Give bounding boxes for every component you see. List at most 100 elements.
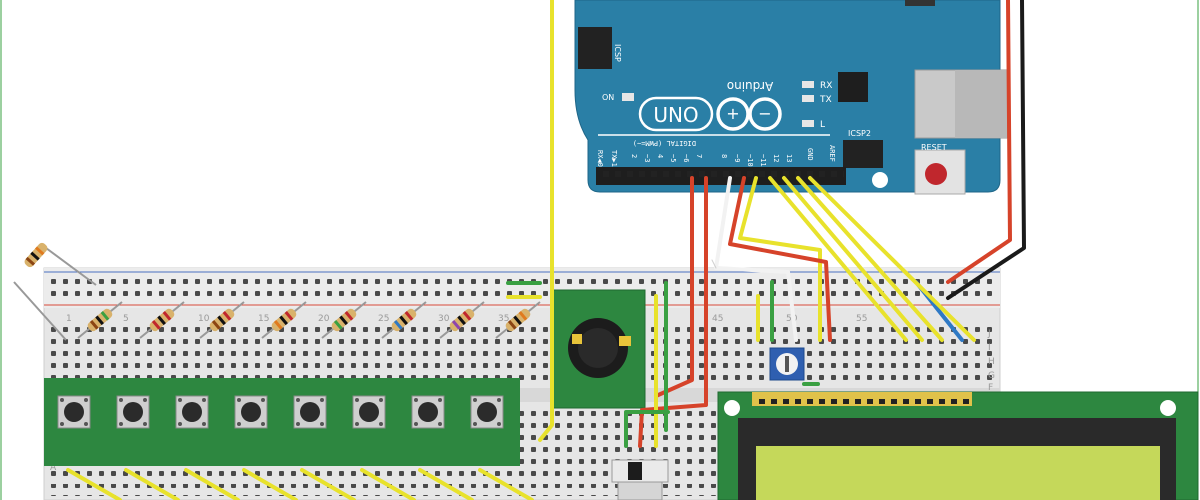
col-num: 35 bbox=[498, 314, 509, 324]
pin-label: ~5 bbox=[669, 154, 677, 162]
pin-label: 13 bbox=[785, 154, 793, 162]
icsp-pins bbox=[582, 30, 608, 66]
icsp-label: ICSP bbox=[613, 44, 622, 62]
col-num: 10 bbox=[198, 314, 210, 324]
pin-label: ~9 bbox=[733, 154, 741, 162]
wire-white-outline bbox=[711, 259, 717, 269]
pin-label: ~6 bbox=[682, 154, 690, 162]
pushbutton[interactable] bbox=[234, 395, 268, 429]
lcd-pins bbox=[754, 394, 970, 404]
resistor bbox=[13, 242, 97, 341]
uno-label: UNO bbox=[653, 103, 698, 127]
pin-label: 12 bbox=[772, 154, 780, 162]
resistor bbox=[321, 301, 367, 339]
pin-label: 7 bbox=[695, 154, 703, 158]
col-num: 30 bbox=[438, 314, 450, 324]
col-num: 20 bbox=[318, 314, 330, 324]
resistor bbox=[495, 301, 541, 339]
col-num: 5 bbox=[123, 314, 129, 324]
wire-yellow bbox=[782, 176, 924, 342]
pushbutton[interactable] bbox=[293, 395, 327, 429]
wire-red bbox=[638, 176, 708, 448]
row-letter: J bbox=[987, 329, 991, 339]
resistor bbox=[381, 301, 427, 339]
icsp2-label: ICSP2 bbox=[848, 129, 871, 138]
row-letter: H bbox=[988, 357, 995, 367]
mount-hole bbox=[872, 172, 888, 188]
wire-white bbox=[714, 176, 798, 342]
pushbutton[interactable] bbox=[470, 395, 504, 429]
row-letter: A bbox=[50, 463, 57, 473]
icsp2-pins bbox=[846, 142, 882, 166]
pot-slot bbox=[785, 356, 789, 372]
pin-label: ~3 bbox=[643, 154, 651, 162]
reset-button-cap[interactable] bbox=[925, 163, 947, 185]
resistor bbox=[261, 301, 307, 339]
svg-text:+: + bbox=[726, 104, 739, 123]
lcd-mount-hole bbox=[1160, 400, 1176, 416]
reset-label: RESET bbox=[921, 143, 947, 152]
pushbutton[interactable] bbox=[411, 395, 445, 429]
resistor bbox=[199, 301, 245, 339]
regulator-chip bbox=[905, 0, 935, 6]
lcd-module bbox=[717, 391, 1199, 500]
switch-slider[interactable] bbox=[628, 462, 642, 480]
terminal-holes-top bbox=[48, 326, 996, 386]
arduino-infinity-logo: + − bbox=[716, 97, 782, 131]
potentiometer[interactable] bbox=[769, 347, 805, 381]
col-num: 1 bbox=[66, 314, 72, 324]
pin-label: 2 bbox=[630, 154, 638, 158]
arduino-brand: Arduino bbox=[727, 79, 773, 93]
on-label: ON bbox=[602, 93, 614, 102]
arduino-pcb bbox=[574, 0, 1001, 193]
lcd-screen bbox=[756, 446, 1160, 500]
pin-label: ~11 bbox=[759, 154, 767, 167]
resistor bbox=[439, 301, 485, 339]
pushbutton[interactable] bbox=[57, 395, 91, 429]
rxd-label: RX◀0 bbox=[596, 150, 604, 167]
txd-label: TX▶1 bbox=[610, 150, 618, 167]
lcd-mount-hole bbox=[724, 400, 740, 416]
button-pcb bbox=[44, 378, 520, 466]
l-label: L bbox=[820, 120, 825, 130]
rx-label: RX bbox=[820, 81, 832, 91]
wire-green bbox=[624, 410, 670, 448]
row-letter: I bbox=[988, 343, 991, 353]
pushbutton[interactable] bbox=[116, 395, 150, 429]
buzzer-module bbox=[552, 289, 646, 409]
aref-label: AREF bbox=[828, 145, 836, 162]
gnd-label: GND bbox=[806, 148, 814, 161]
buzzer-top bbox=[578, 328, 618, 368]
row-letter: G bbox=[988, 371, 995, 381]
pushbutton[interactable] bbox=[352, 395, 386, 429]
wire-yellow bbox=[538, 0, 554, 442]
buzzer-marker bbox=[619, 336, 631, 346]
switch-base bbox=[617, 481, 663, 500]
resistor bbox=[77, 301, 123, 339]
rx-led bbox=[802, 81, 814, 88]
button-wires bbox=[66, 468, 534, 500]
l-led bbox=[802, 120, 814, 127]
col-num: 45 bbox=[712, 314, 723, 324]
row-letter: F bbox=[988, 383, 993, 393]
resistor bbox=[139, 301, 185, 339]
col-num: 15 bbox=[258, 314, 269, 324]
slide-switch[interactable] bbox=[611, 459, 669, 500]
usb-chip bbox=[838, 72, 868, 102]
wire-yellow bbox=[796, 176, 944, 342]
wire-black bbox=[946, 0, 1026, 300]
buzzer-marker bbox=[572, 334, 582, 344]
tx-led bbox=[802, 95, 814, 102]
digital-label: DIGITAL (PWM=~) bbox=[633, 139, 696, 147]
pin-label: 4 bbox=[656, 154, 664, 158]
pin-label: ~10 bbox=[746, 154, 754, 167]
wire-yellow bbox=[808, 176, 976, 342]
pushbutton[interactable] bbox=[175, 395, 209, 429]
wire-red bbox=[728, 176, 832, 342]
col-num: 55 bbox=[856, 314, 867, 324]
wire-red bbox=[946, 0, 1012, 284]
pushbutton-module bbox=[44, 378, 520, 466]
svg-text:−: − bbox=[758, 104, 771, 123]
